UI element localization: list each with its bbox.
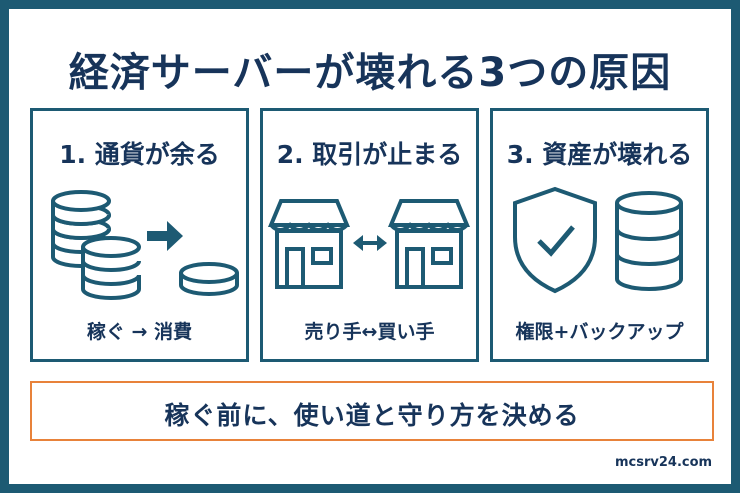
coins-arrow-illustration — [51, 190, 239, 300]
panel-heading: 3. 資産が壊れる — [506, 140, 693, 169]
shop-icon — [268, 199, 350, 289]
single-coin-icon — [179, 262, 239, 296]
shield-check-icon — [513, 186, 597, 294]
site-credit: mcsrv24.com — [615, 455, 713, 470]
arrow-right-icon — [147, 221, 183, 251]
panel-heading: 2. 取引が止まる — [276, 140, 463, 169]
exchange-arrow-icon — [353, 235, 387, 251]
panel-heading: 1. 通貨が余る — [59, 140, 220, 169]
panel-caption: 稼ぐ → 消費 — [86, 321, 193, 343]
cause-panel-trade: 2. 取引が止まる 売り手↔買い手 — [260, 108, 479, 362]
cause-panel-assets: 3. 資産が壊れる 権限+バックアップ — [490, 108, 709, 362]
page-title: 経済サーバーが壊れる3つの原因 — [68, 50, 672, 96]
panel-caption: 売り手↔買い手 — [304, 321, 435, 343]
shops-exchange-illustration — [268, 199, 470, 289]
key-message-box: 稼ぐ前に、使い道と守り方を決める — [30, 381, 714, 441]
shield-database-illustration — [513, 186, 683, 294]
shop-icon — [388, 199, 470, 289]
panel-caption: 権限+バックアップ — [515, 321, 684, 343]
coin-stack-front-icon — [81, 236, 141, 300]
database-icon — [615, 191, 683, 291]
cause-panel-currency: 1. 通貨が余る 稼ぐ → 消費 — [30, 108, 249, 362]
key-message: 稼ぐ前に、使い道と守り方を決める — [164, 401, 580, 430]
